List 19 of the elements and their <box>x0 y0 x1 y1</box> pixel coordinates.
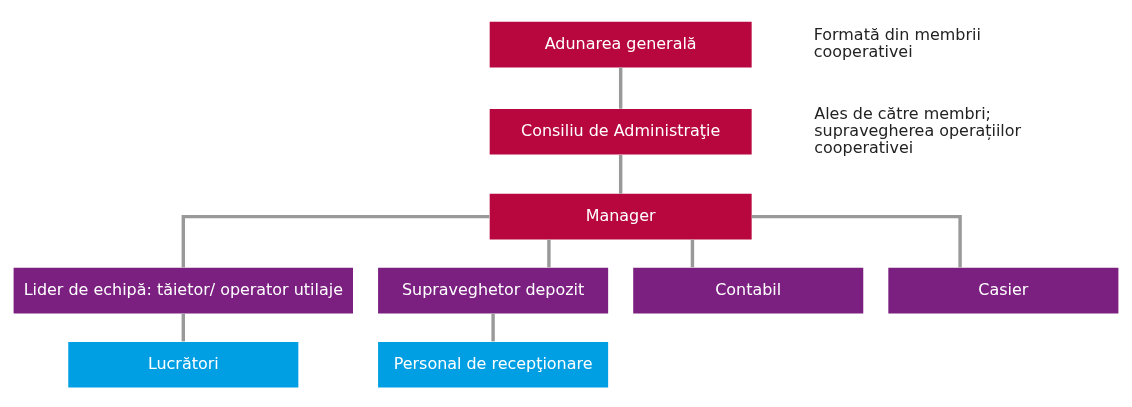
node-box: Consiliu de Administraţie <box>489 108 752 155</box>
node-box: Contabil <box>633 267 864 314</box>
connector <box>690 239 695 268</box>
connector <box>547 239 551 268</box>
connector <box>181 214 490 268</box>
connector <box>751 214 962 268</box>
node-box: Casier <box>888 267 1119 314</box>
connector <box>491 313 495 342</box>
node-label: Formată din membrii cooperativei <box>813 25 981 62</box>
connector <box>618 67 623 109</box>
node-box: Lucrători <box>68 341 299 388</box>
node-label: Ales de către membri; supravegherea operațiilor cooperativei <box>814 103 1022 158</box>
node-box: Adunarea generală <box>489 21 752 68</box>
node-box: Personal de recepţionare <box>378 341 609 388</box>
node-box: Lider de echipă: tăietor/ operator utilaje <box>13 267 353 314</box>
connector <box>181 313 185 342</box>
node-box: Manager <box>489 193 752 240</box>
node-box: Supraveghetor depozit <box>378 267 609 314</box>
connector <box>618 154 623 194</box>
